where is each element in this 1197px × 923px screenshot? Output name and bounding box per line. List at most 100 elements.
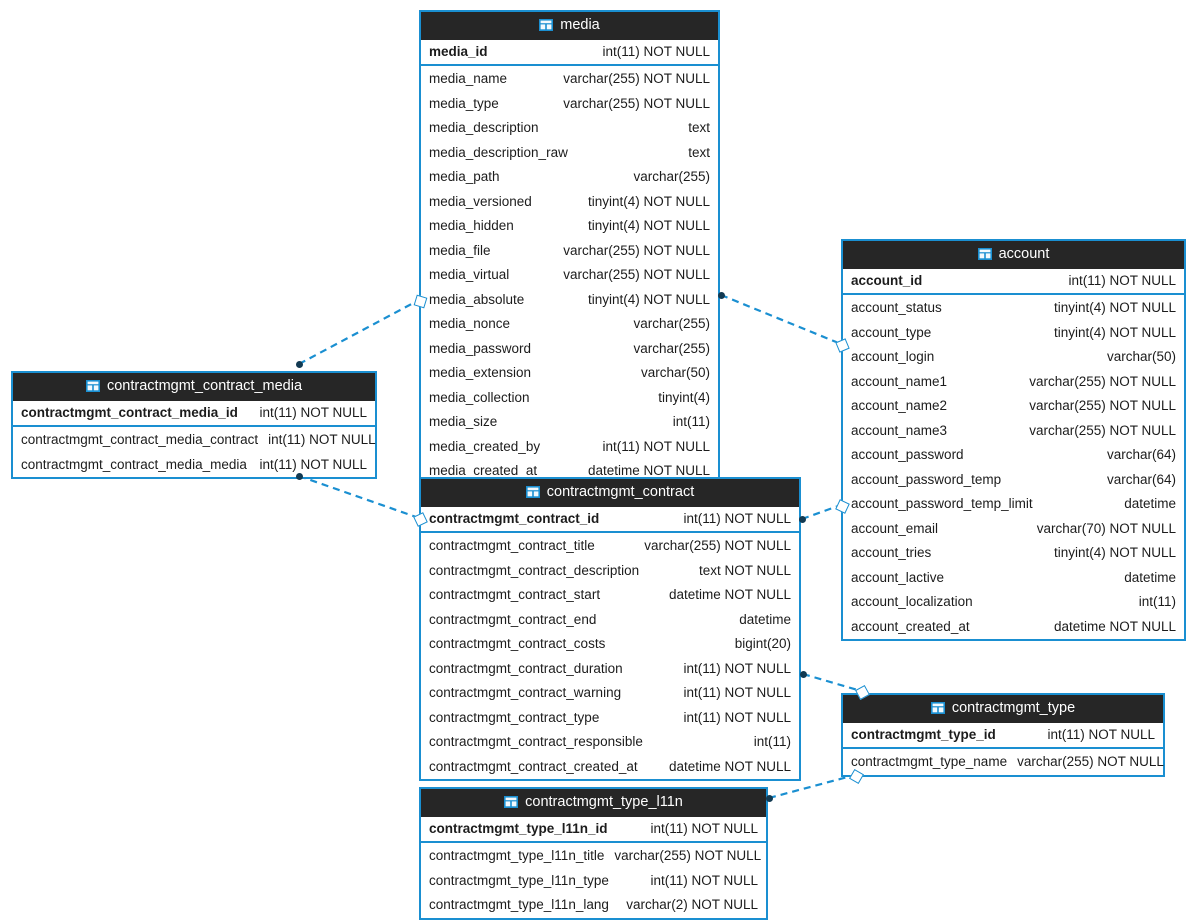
entity-contractmgmt_contract[interactable]: contractmgmt_contract contractmgmt_contra…	[419, 477, 801, 781]
field-type: bigint(20)	[734, 636, 791, 651]
table-icon	[977, 248, 992, 261]
field-name: contractmgmt_type_id	[851, 726, 996, 742]
field-type: int(11)	[672, 414, 710, 429]
field-type: tinyint(4) NOT NULL	[587, 193, 710, 209]
entity-header-media[interactable]: media	[421, 12, 718, 40]
field-name: account_password	[851, 447, 964, 462]
field-name: account_name1	[851, 373, 948, 389]
field-type: text	[688, 144, 710, 160]
field-type: varchar(255) NOT NULL	[1029, 398, 1176, 413]
entity-title: contractmgmt_type	[951, 700, 1076, 716]
entity-header-contractmgmt_contract[interactable]: contractmgmt_contract	[421, 479, 799, 507]
field-name: account_lactive	[851, 569, 945, 585]
entity-header-account[interactable]: account	[843, 241, 1184, 269]
entity-header-contractmgmt_type[interactable]: contractmgmt_type	[843, 695, 1163, 723]
relationship-endpoint-dot	[765, 794, 773, 802]
field-name: account_type	[851, 324, 932, 340]
field-name: account_password_temp	[851, 471, 1002, 487]
field-name: media_collection	[429, 389, 530, 405]
table-icon	[930, 702, 945, 715]
field-name: media_name	[429, 71, 508, 86]
field-name: contractmgmt_contract_title	[429, 538, 595, 553]
entity-title: contractmgmt_contract	[546, 484, 695, 500]
field-name: contractmgmt_contract_media_id	[21, 404, 238, 420]
field-name: media_id	[429, 43, 488, 59]
field-type: datetime NOT NULL	[1053, 618, 1176, 634]
relationship-endpoint-dot	[799, 670, 807, 678]
entity-header-contractmgmt_contract_media[interactable]: contractmgmt_contract_media	[13, 373, 375, 401]
field-type: varchar(255)	[633, 316, 710, 331]
field-name: media_extension	[429, 365, 532, 380]
relationship-line	[720, 293, 842, 346]
field-name: account_email	[851, 520, 939, 536]
field-name: media_hidden	[429, 218, 514, 233]
entity-header-contractmgmt_type_l11n[interactable]: contractmgmt_type_l11n	[421, 789, 766, 817]
field-type: varchar(255)	[633, 340, 710, 356]
